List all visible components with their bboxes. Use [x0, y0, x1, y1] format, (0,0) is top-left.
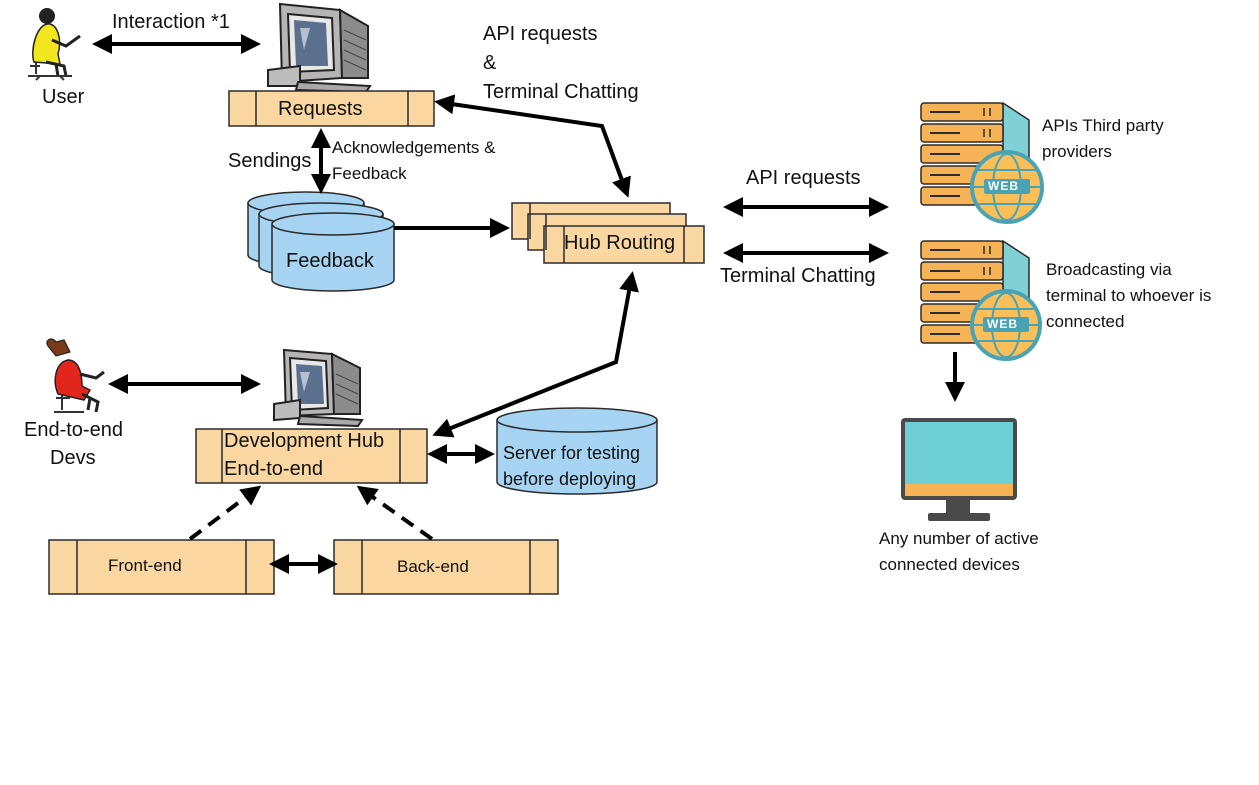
acknowledgements-label-2: Feedback: [332, 164, 407, 183]
hub-routing-label: Hub Routing: [564, 232, 676, 254]
devs-label-2: Devs: [50, 447, 96, 469]
requests-box: [228, 90, 435, 127]
hub-to-dev-arrow: [432, 271, 639, 438]
interaction-label: Interaction *1: [112, 11, 230, 33]
back-end-dashed-arrow: [356, 485, 434, 541]
connection-arrows: [92, 34, 965, 574]
api-terminal-label-2: &: [483, 52, 497, 74]
requests-to-hub-arrow: [434, 94, 631, 198]
developer-icon: [46, 338, 105, 413]
requests-label: Requests: [278, 98, 363, 120]
user-label: User: [42, 86, 85, 108]
api-terminal-label-1: API requests: [483, 23, 598, 45]
hub-routing-box: [511, 202, 705, 264]
devices-label-2: connected devices: [879, 555, 1020, 574]
acknowledgements-label-1: Acknowledgements &: [332, 138, 496, 157]
user-icon: [28, 8, 81, 81]
sendings-label: Sendings: [228, 150, 312, 172]
front-end-box: [48, 539, 275, 595]
broadcast-label-1: Broadcasting via: [1046, 260, 1172, 279]
front-end-label: Front-end: [108, 556, 182, 575]
feedback-database: [247, 191, 395, 292]
development-computer-icon: [273, 348, 364, 428]
devs-label-1: End-to-end: [24, 419, 123, 441]
requests-computer-icon: [267, 2, 372, 94]
api-server-icon: [920, 101, 1044, 224]
broadcast-server-icon: [920, 239, 1042, 361]
test-server-label-1: Server for testing: [503, 443, 641, 463]
back-end-label: Back-end: [397, 557, 469, 576]
test-server-label-2: before deploying: [503, 469, 637, 489]
api-providers-label-2: providers: [1042, 142, 1112, 161]
terminal-chatting-label: Terminal Chatting: [720, 265, 876, 287]
web-badge-2: WEB: [987, 317, 1018, 331]
api-providers-label-1: APIs Third party: [1042, 116, 1164, 135]
broadcast-label-3: connected: [1046, 312, 1125, 331]
devices-label-1: Any number of active: [879, 529, 1039, 548]
development-hub-label-2: End-to-end: [224, 458, 323, 480]
feedback-label: Feedback: [286, 250, 374, 272]
api-terminal-label-3: Terminal Chatting: [483, 81, 639, 103]
web-badge-1: WEB: [988, 179, 1019, 193]
development-hub-label-1: Development Hub: [224, 430, 385, 452]
broadcast-label-2: terminal to whoever is: [1046, 286, 1212, 305]
api-requests-label: API requests: [746, 167, 861, 189]
monitor-icon: [901, 418, 1017, 521]
back-end-box: [333, 539, 559, 595]
front-end-dashed-arrow: [188, 485, 262, 541]
